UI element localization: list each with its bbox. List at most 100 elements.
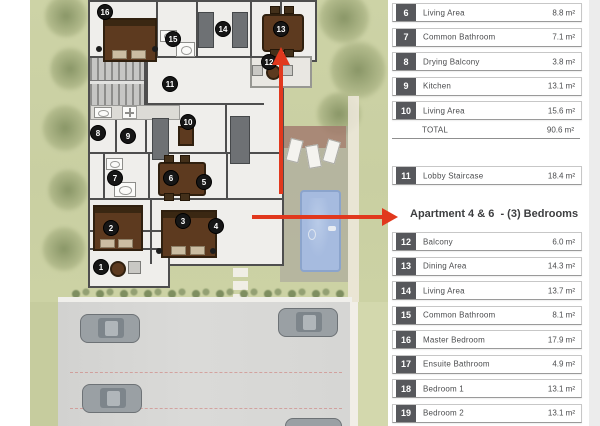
site-plan: 1 2 3 4 5 6 7 8 9 10 11 12 xyxy=(30,0,388,426)
plan-marker: 3 xyxy=(175,213,191,229)
row-label: Lobby Staircase xyxy=(423,171,484,180)
row-label: Bedroom 1 xyxy=(423,384,464,393)
nightstand-icon xyxy=(96,46,102,52)
grass-strip-right xyxy=(358,302,388,426)
tree-icon xyxy=(50,46,90,92)
wall xyxy=(88,56,282,58)
nightstand-icon xyxy=(156,248,162,254)
sofa-icon xyxy=(230,116,250,164)
legend-row: 13 Dining Area 14.3 m² xyxy=(392,256,582,276)
row-label: Dining Area xyxy=(423,261,467,271)
row-number-badge: 14 xyxy=(396,282,416,299)
grass-strip-left xyxy=(30,302,58,426)
row-area-value: 13.1 m² xyxy=(547,81,575,91)
legend-row: 19 Bedroom 2 13.1 m² xyxy=(392,403,582,423)
plan-marker: 10 xyxy=(180,114,196,130)
row-label: Living Area xyxy=(423,106,465,115)
row-area-value: 7.1 m² xyxy=(552,32,575,42)
tree-icon xyxy=(330,40,386,100)
row-label: Ensuite Bathroom xyxy=(423,359,490,369)
car-icon xyxy=(285,418,342,426)
tree-icon xyxy=(42,104,88,152)
row-number-badge: 7 xyxy=(396,28,416,46)
total-row: TOTAL 90.6 m² xyxy=(392,121,580,139)
balcony-chair-icon xyxy=(282,65,293,76)
total-value: 90.6 m² xyxy=(546,125,574,134)
row-number-badge: 15 xyxy=(396,306,416,324)
bed-room2 xyxy=(93,205,143,251)
tree-icon xyxy=(42,226,86,272)
balcony-chair-icon xyxy=(128,261,141,274)
wall xyxy=(103,152,105,200)
row-area-value: 13.1 m² xyxy=(547,408,575,418)
tree-icon xyxy=(44,0,88,38)
row-area-value: 3.8 m² xyxy=(552,57,575,66)
plan-marker: 7 xyxy=(107,170,123,186)
row-label: Kitchen xyxy=(423,81,452,91)
road-edge-gap xyxy=(350,302,358,426)
balcony-table-icon xyxy=(110,261,126,277)
chair-icon xyxy=(180,155,190,163)
chair-icon xyxy=(164,193,174,201)
horizontal-arrow-shaft xyxy=(252,215,383,219)
legend-row: 12 Balcony 6.0 m² xyxy=(392,232,582,251)
plan-marker: 9 xyxy=(120,128,136,144)
row-area-value: 18.4 m² xyxy=(547,171,575,180)
legend-row: 6 Living Area 8.8 m² xyxy=(392,3,582,22)
wall xyxy=(146,56,148,105)
road-marking xyxy=(70,408,342,409)
plan-marker: 14 xyxy=(215,21,231,37)
page-edge-strip xyxy=(589,0,600,426)
wall xyxy=(88,152,282,154)
balcony-chair-icon xyxy=(252,65,263,76)
row-number-badge: 19 xyxy=(396,404,416,422)
row-label: Drying Balcony xyxy=(423,57,480,66)
plan-marker: 13 xyxy=(273,21,289,37)
row-area-value: 6.0 m² xyxy=(552,237,575,246)
legend-row: 15 Common Bathroom 8.1 m² xyxy=(392,305,582,325)
bathroom-sink-icon xyxy=(106,158,123,170)
plan-marker: 5 xyxy=(196,174,212,190)
swimming-pool xyxy=(300,190,341,272)
legend-row-lobby: 11 Lobby Staircase 18.4 m² xyxy=(392,166,582,185)
chair-icon xyxy=(164,155,174,163)
sofa-icon xyxy=(152,118,169,160)
row-label: Living Area xyxy=(423,8,465,17)
legend-row: 18 Bedroom 1 13.1 m² xyxy=(392,379,582,398)
legend-row: 9 Kitchen 13.1 m² xyxy=(392,76,582,96)
row-number-badge: 6 xyxy=(396,4,416,21)
sofa-icon xyxy=(198,12,214,48)
row-area-value: 8.8 m² xyxy=(552,8,575,17)
plan-marker: 8 xyxy=(90,125,106,141)
car-icon xyxy=(278,308,338,337)
row-number-badge: 11 xyxy=(396,167,416,184)
wall xyxy=(250,0,252,58)
nightstand-icon xyxy=(152,46,158,52)
row-number-badge: 10 xyxy=(396,102,416,119)
row-label: Common Bathroom xyxy=(423,32,496,42)
wall xyxy=(150,198,152,264)
wall xyxy=(145,103,147,154)
row-number-badge: 8 xyxy=(396,53,416,70)
wall xyxy=(196,0,198,58)
row-label: Balcony xyxy=(423,237,453,246)
row-number-badge: 18 xyxy=(396,380,416,397)
vertical-arrow-head-icon xyxy=(272,47,290,65)
car-icon xyxy=(80,314,140,343)
legend-row: 7 Common Bathroom 7.1 m² xyxy=(392,27,582,47)
plan-marker: 4 xyxy=(208,218,224,234)
stair-landing xyxy=(90,80,144,84)
side-walkway xyxy=(348,96,359,302)
plan-marker: 11 xyxy=(162,76,178,92)
row-area-value: 15.6 m² xyxy=(547,106,575,115)
row-area-value: 4.9 m² xyxy=(552,359,575,369)
legend-row: 14 Living Area 13.7 m² xyxy=(392,281,582,300)
row-label: Bedroom 2 xyxy=(423,408,464,418)
legend-row: 8 Drying Balcony 3.8 m² xyxy=(392,52,582,71)
plan-marker: 6 xyxy=(163,170,179,186)
pool-ladder-icon xyxy=(328,226,336,232)
legend-row: 17 Ensuite Bathroom 4.9 m² xyxy=(392,354,582,374)
plan-marker: 1 xyxy=(93,259,109,275)
road-marking xyxy=(70,372,342,373)
